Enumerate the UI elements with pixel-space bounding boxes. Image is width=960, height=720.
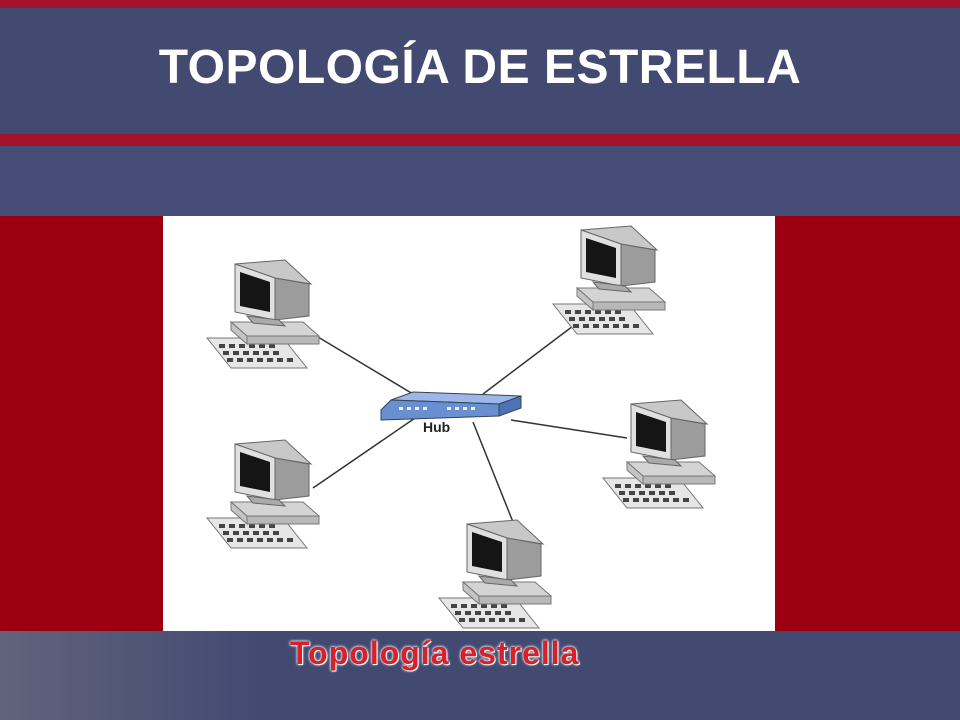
title-underline-stripe (0, 134, 960, 146)
cable-right (510, 419, 628, 439)
slide-title: TOPOLOGÍA DE ESTRELLA (158, 41, 802, 94)
figure-caption: Topología estrella (290, 635, 580, 671)
hub-label: Hub (423, 419, 450, 435)
star-topology-figure: Hub (163, 216, 775, 631)
computer-right (602, 399, 716, 509)
star-topology-diagram: Hub (206, 225, 716, 629)
computer-top-left (206, 259, 320, 369)
bottom-band (0, 631, 960, 720)
hub-device (380, 391, 522, 421)
cable-top-right (482, 319, 582, 395)
cable-bottom (472, 421, 514, 523)
title-band (0, 8, 960, 134)
cable-bottom-left (312, 415, 419, 489)
subtitle-band (0, 146, 960, 216)
computer-bottom (438, 519, 552, 629)
computer-top-right (552, 225, 666, 335)
top-border (0, 0, 960, 8)
cable-lines (302, 319, 628, 523)
cable-top-left (302, 327, 414, 395)
computer-bottom-left (206, 439, 320, 549)
